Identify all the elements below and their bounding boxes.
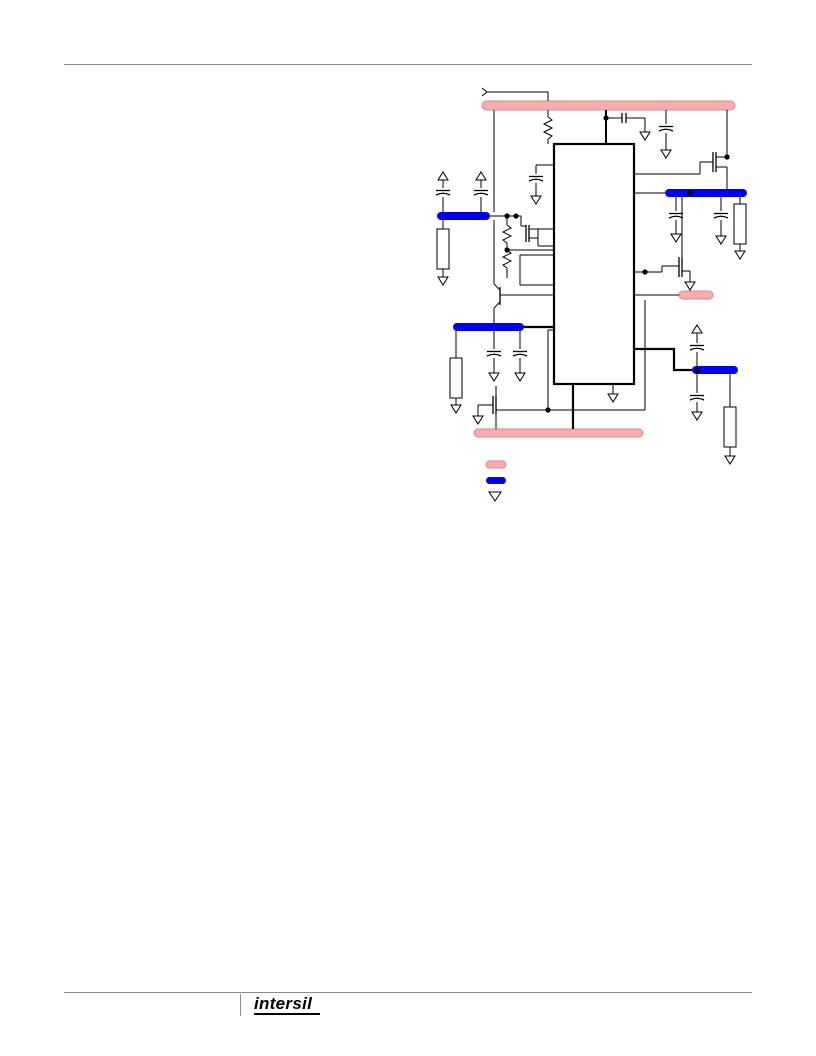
- top-supply-rail: [481, 100, 736, 111]
- bottom-supply-rail: [473, 428, 644, 438]
- blue-rail-left-bottom: [453, 323, 524, 331]
- intersil-logo: intersil: [254, 994, 313, 1013]
- legend: [485, 460, 507, 502]
- blue-rail-right-bottom: [692, 366, 738, 374]
- logo-underline: [254, 1013, 320, 1015]
- pink-net-pin: [678, 290, 714, 300]
- controller-ic: [552, 142, 636, 386]
- footer-rule: [64, 992, 752, 993]
- footer-separator: [240, 994, 241, 1016]
- legend-blue-rail-swatch: [486, 477, 506, 484]
- legend-pink-rail-swatch: [485, 460, 507, 469]
- blue-rail-right-top: [665, 189, 747, 197]
- wires: [436, 87, 747, 456]
- legend-ground-icon: [488, 491, 502, 502]
- blue-rail-left-top: [437, 212, 490, 220]
- junction-dots: [504, 115, 730, 413]
- header-rule: [64, 64, 752, 65]
